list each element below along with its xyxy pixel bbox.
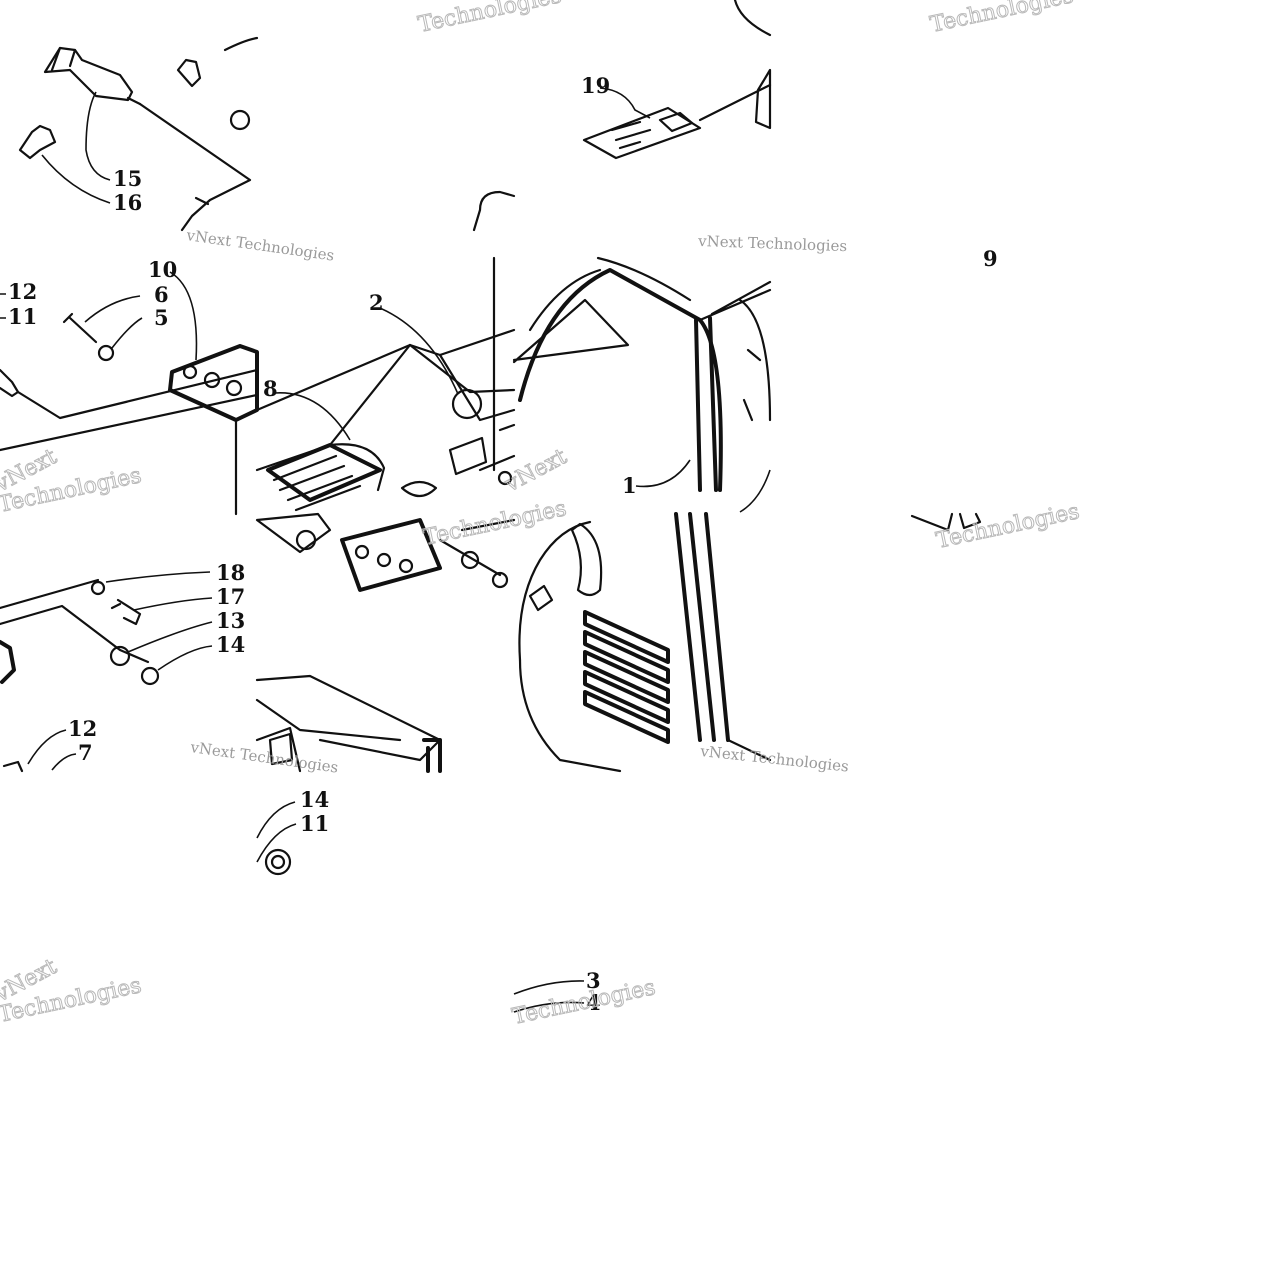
tile-decal [472,0,772,232]
callout-15: 15 [113,166,142,191]
callout-16: 16 [113,190,142,215]
tile-cable-handle [18,36,259,232]
callout-labels: 19 15 16 9 10 12 6 2 11 5 8 1 18 17 13 1… [8,73,998,1015]
tile-lower-console [255,512,516,773]
callout-1: 1 [622,473,637,498]
tile-side-vents [518,512,772,773]
tile-fragment [910,512,982,532]
callout-3: 3 [586,968,601,993]
callout-5: 5 [154,305,169,330]
callout-9: 9 [983,246,998,271]
callout-12-top: 12 [8,279,37,304]
callout-14-top: 14 [216,632,245,657]
callout-13: 13 [216,608,245,633]
tile-bezel-switch [256,801,297,876]
callout-12-bottom: 12 [68,716,97,741]
tile-leaders-bottom [513,980,585,1013]
callout-17: 17 [216,584,245,609]
watermark-company-2: Technologies [928,0,1076,38]
callout-11-bottom: 11 [300,811,329,836]
callout-10: 10 [148,257,177,282]
callout-19: 19 [581,73,610,98]
watermark-company-5: Technologies [934,499,1082,554]
watermark-company-7: Technologies [510,975,658,1030]
callout-4: 4 [586,990,601,1015]
callout-18: 18 [216,560,245,585]
tile-hardware [0,571,213,773]
tile-console-hood [255,256,516,512]
callout-14-bottom: 14 [300,787,329,812]
tile-side-cowl [512,256,772,513]
watermark-company-4: Technologies [421,496,569,551]
callout-7: 7 [78,740,93,765]
watermark-full-1: vNext Technologies [184,226,335,265]
tile-switch-panel [0,271,259,516]
callout-6: 6 [154,282,169,307]
watermark-brand-2: vNext [500,444,571,498]
callout-8: 8 [263,376,278,401]
watermark-full-3: vNext Technologies [188,738,339,777]
watermarks: Technologies Technologies vNext Technolo… [0,0,1082,1030]
watermark-full-2: vNext Technologies [697,232,848,255]
callout-2: 2 [369,290,384,315]
callout-11-top: 11 [8,304,37,329]
watermark-full-4: vNext Technologies [699,742,850,776]
watermark-company-1: Technologies [416,0,564,38]
